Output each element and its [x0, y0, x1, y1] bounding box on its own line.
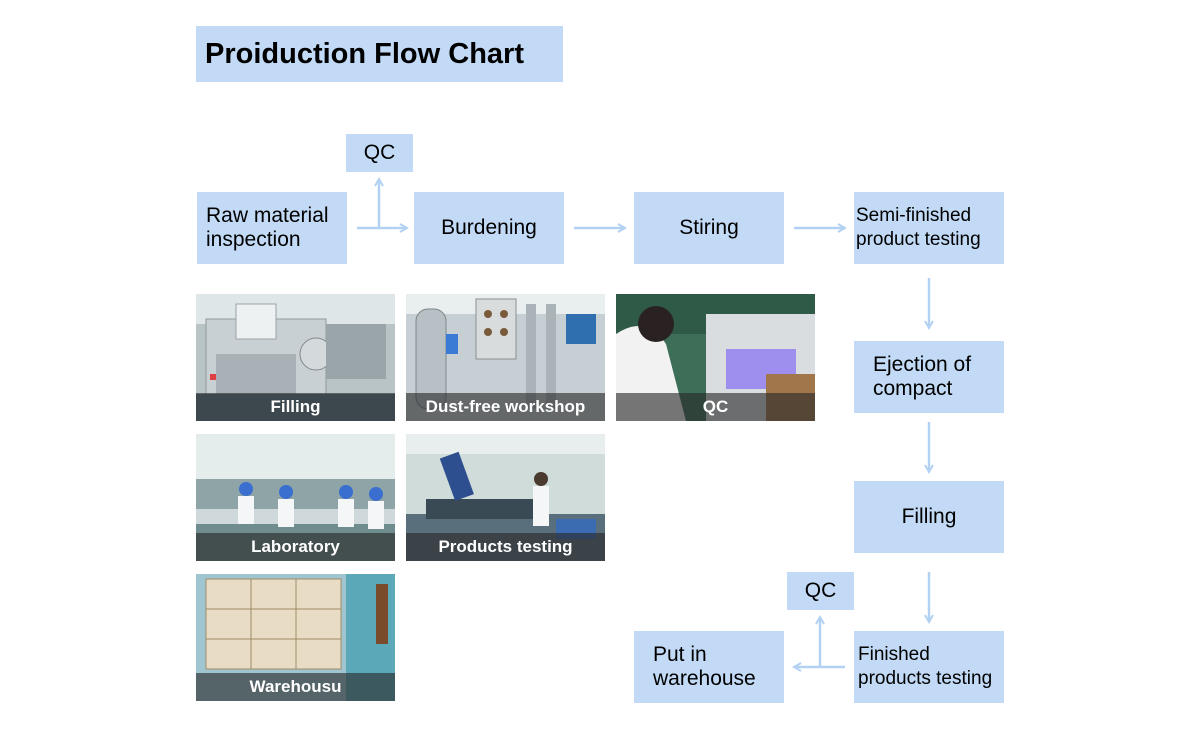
step-qc-top: QC	[346, 134, 413, 172]
photo-caption: QC	[616, 393, 815, 421]
photo-caption: Warehousu	[196, 673, 395, 701]
step-put-in-warehouse: Put in warehouse	[634, 631, 784, 703]
photo-caption: Filling	[196, 393, 395, 421]
step-stiring: Stiring	[634, 192, 784, 264]
photo-laboratory: Laboratory	[196, 434, 395, 561]
photo-caption: Dust-free workshop	[406, 393, 605, 421]
step-raw-material-inspection: Raw material inspection	[197, 192, 347, 264]
step-semi-finished-product-testing: Semi-finished product testing	[854, 192, 1004, 264]
step-finished-products-testing: Finished products testing	[854, 631, 1004, 703]
photo-filling: Filling	[196, 294, 395, 421]
laboratory-image	[196, 434, 395, 561]
photo-warehouse: Warehousu	[196, 574, 395, 701]
step-filling: Filling	[854, 481, 1004, 553]
photo-products-testing: Products testing	[406, 434, 605, 561]
photo-dust-free-workshop: Dust-free workshop	[406, 294, 605, 421]
chart-title: Proiduction Flow Chart	[196, 26, 563, 82]
photo-caption: Laboratory	[196, 533, 395, 561]
photo-caption: Products testing	[406, 533, 605, 561]
step-qc-bottom: QC	[787, 572, 854, 610]
step-ejection-of-compact: Ejection of compact	[854, 341, 1004, 413]
step-burdening: Burdening	[414, 192, 564, 264]
qc-inspection-image	[616, 294, 815, 421]
photo-qc: QC	[616, 294, 815, 421]
